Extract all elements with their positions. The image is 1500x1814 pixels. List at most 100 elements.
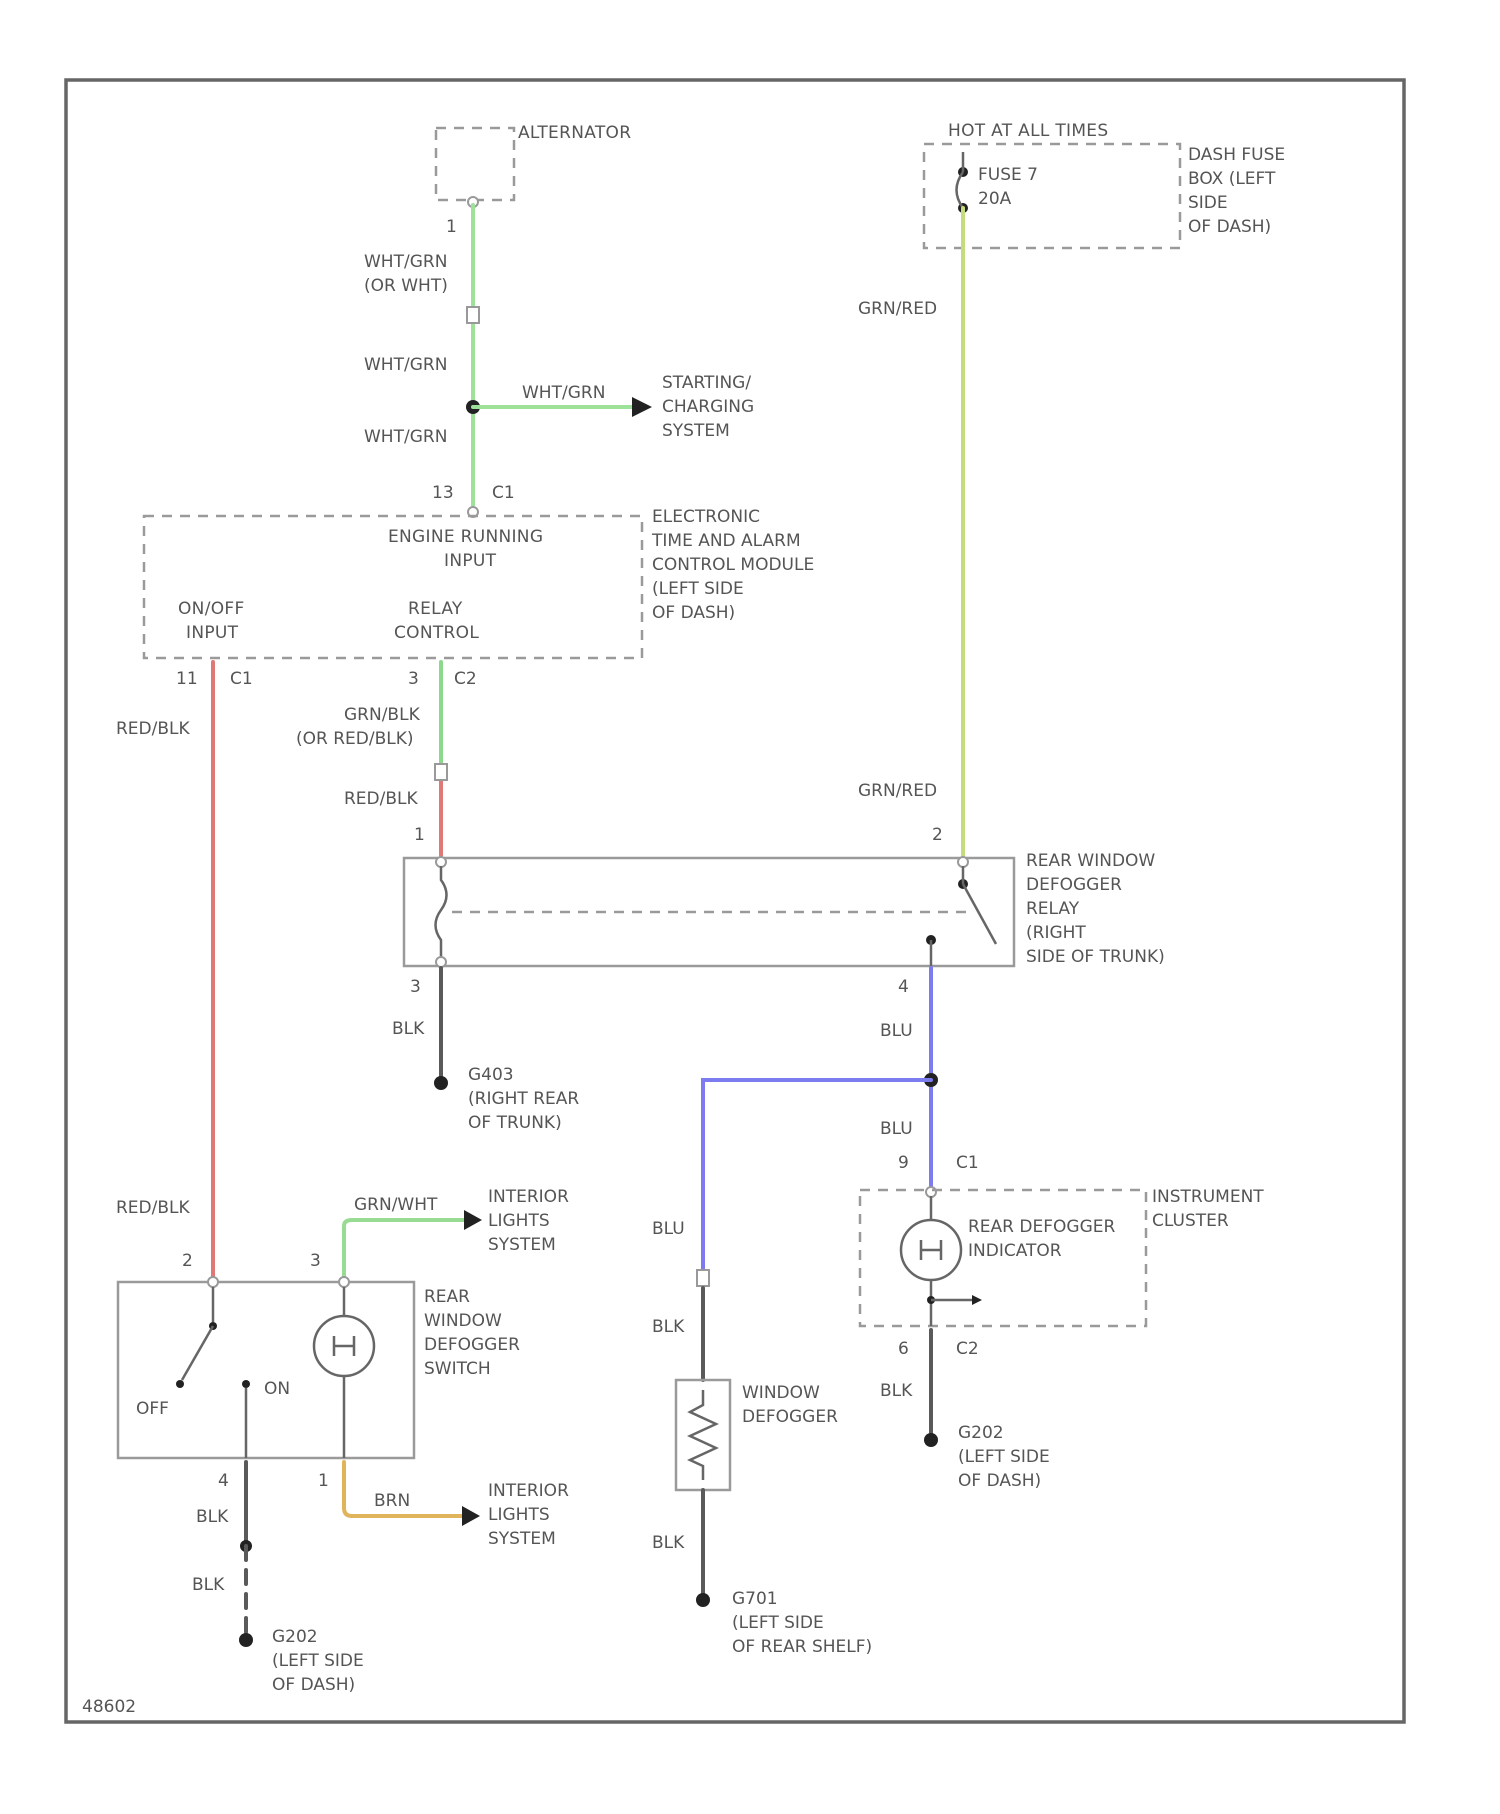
connector-inline-defogger [697, 1270, 709, 1286]
starting-system-line1: STARTING/ [662, 373, 751, 393]
wire-label-or-red-blk: (OR RED/BLK) [296, 729, 414, 749]
wire-label-blk-defogger-upper: BLK [652, 1317, 685, 1337]
cluster-internal-arrow [972, 1295, 982, 1305]
connector-inline-alternator [467, 307, 479, 323]
wire-label-blk-switch-1: BLK [196, 1507, 229, 1527]
switch-name-line1: REAR [424, 1287, 470, 1307]
relay-coil [436, 866, 447, 958]
arrow-starting-system [632, 397, 652, 417]
wire-label-or-wht: (OR WHT) [364, 276, 448, 296]
fuse-rating: 20A [978, 189, 1012, 209]
relay-terminal-1 [436, 857, 446, 867]
module-pin-onoff: 11 [176, 669, 198, 689]
ground-g403-point [434, 1076, 448, 1090]
cluster-pin-bottom: 6 [898, 1339, 909, 1359]
fuse-box-line3: SIDE [1188, 193, 1228, 213]
ground-g202-cluster-point [924, 1433, 938, 1447]
wire-label-red-blk-relay: RED/BLK [344, 789, 419, 809]
switch-name-line3: DEFOGGER [424, 1335, 520, 1355]
fuse-element [957, 172, 964, 208]
ground-g403-line2: OF TRUNK) [468, 1113, 562, 1133]
fuse-box-line4: OF DASH) [1188, 217, 1271, 237]
interior-lower-line2: LIGHTS [488, 1505, 550, 1525]
starting-system-line3: SYSTEM [662, 421, 730, 441]
switch-terminal-2 [208, 1277, 218, 1287]
wire-label-grn-red-lower: GRN/RED [858, 781, 937, 801]
defogger-label-line2: DEFOGGER [742, 1407, 838, 1427]
switch-pin-1: 1 [318, 1471, 329, 1491]
switch-off-label: OFF [136, 1399, 169, 1419]
cluster-name-line2: CLUSTER [1152, 1211, 1229, 1231]
wire-label-brn: BRN [374, 1491, 410, 1511]
relay-terminal-3 [436, 957, 446, 967]
module-onoff-line2: INPUT [186, 623, 239, 643]
ground-g701-id: G701 [732, 1589, 778, 1609]
wire-label-grn-blk: GRN/BLK [344, 705, 421, 725]
diagram-frame [66, 80, 1404, 1722]
ground-g202-switch-point [239, 1633, 253, 1647]
ground-g403-line1: (RIGHT REAR [468, 1089, 579, 1109]
alternator-pin: 1 [446, 217, 457, 237]
relay-pin-2: 2 [932, 825, 943, 845]
wire-label-blk-cluster: BLK [880, 1381, 913, 1401]
wire-blu-to-defogger [703, 1080, 931, 1272]
module-name-line2: TIME AND ALARM [651, 531, 801, 551]
module-onoff-line1: ON/OFF [178, 599, 245, 619]
ground-g202-cluster-id: G202 [958, 1423, 1004, 1443]
relay-terminal-2 [958, 857, 968, 867]
interior-upper-line1: INTERIOR [488, 1187, 569, 1207]
wire-label-wht-grn-1: WHT/GRN [364, 252, 447, 272]
wire-label-grn-wht: GRN/WHT [354, 1195, 438, 1215]
arrow-interior-upper [464, 1210, 482, 1230]
ground-g701-point [696, 1593, 710, 1607]
cluster-name-line1: INSTRUMENT [1152, 1187, 1264, 1207]
module-pin-relay: 3 [408, 669, 419, 689]
ground-g701-line1: (LEFT SIDE [732, 1613, 824, 1633]
relay-name-line2: DEFOGGER [1026, 875, 1122, 895]
ground-g202-cluster-line1: (LEFT SIDE [958, 1447, 1050, 1467]
ground-g202-switch-line1: (LEFT SIDE [272, 1651, 364, 1671]
ground-g202-switch-id: G202 [272, 1627, 318, 1647]
fuse-box-line1: DASH FUSE [1188, 145, 1285, 165]
relay-pin-3: 3 [410, 977, 421, 997]
wire-label-wht-grn-2: WHT/GRN [364, 355, 447, 375]
wire-label-blk-defogger-lower: BLK [652, 1533, 685, 1553]
relay-name-line5: SIDE OF TRUNK) [1026, 947, 1165, 967]
wire-label-blu-1: BLU [880, 1021, 913, 1041]
fuse-name: FUSE 7 [978, 165, 1038, 185]
indicator-filament [921, 1240, 941, 1260]
switch-on-contact [242, 1380, 250, 1388]
wire-label-grn-red-upper: GRN/RED [858, 299, 937, 319]
wire-label-blu-2: BLU [880, 1119, 913, 1139]
switch-name-line2: WINDOW [424, 1311, 502, 1331]
ground-g202-switch-line2: OF DASH) [272, 1675, 355, 1695]
relay-pin-4: 4 [898, 977, 909, 997]
ground-g202-cluster-line2: OF DASH) [958, 1471, 1041, 1491]
module-conn-relay: C2 [454, 669, 477, 689]
cluster-terminal-top [926, 1187, 936, 1197]
interior-lower-line1: INTERIOR [488, 1481, 569, 1501]
relay-name-line1: REAR WINDOW [1026, 851, 1155, 871]
figure-id: 48602 [82, 1697, 136, 1717]
ground-g701-line2: OF REAR SHELF) [732, 1637, 872, 1657]
wire-label-blk-switch-2: BLK [192, 1575, 225, 1595]
cluster-pin-top: 9 [898, 1153, 909, 1173]
switch-bulb-filament [334, 1336, 354, 1356]
module-name-line4: (LEFT SIDE [652, 579, 744, 599]
cluster-conn-top: C1 [956, 1153, 979, 1173]
module-relay-control-line1: RELAY [408, 599, 463, 619]
switch-pin-2: 2 [182, 1251, 193, 1271]
wire-grn-wht-interior [344, 1220, 464, 1276]
module-conn-onoff: C1 [230, 669, 253, 689]
relay-name-line4: (RIGHT [1026, 923, 1086, 943]
wire-label-wht-grn-3: WHT/GRN [364, 427, 447, 447]
wire-label-red-blk-lower: RED/BLK [116, 1198, 191, 1218]
module-name-line5: OF DASH) [652, 603, 735, 623]
module-pin-top: 13 [432, 483, 454, 503]
switch-pin-3: 3 [310, 1251, 321, 1271]
module-engine-running-line2: INPUT [444, 551, 497, 571]
wire-label-blk-relay: BLK [392, 1019, 425, 1039]
hot-at-all-times-label: HOT AT ALL TIMES [948, 121, 1108, 141]
switch-name-line4: SWITCH [424, 1359, 491, 1379]
